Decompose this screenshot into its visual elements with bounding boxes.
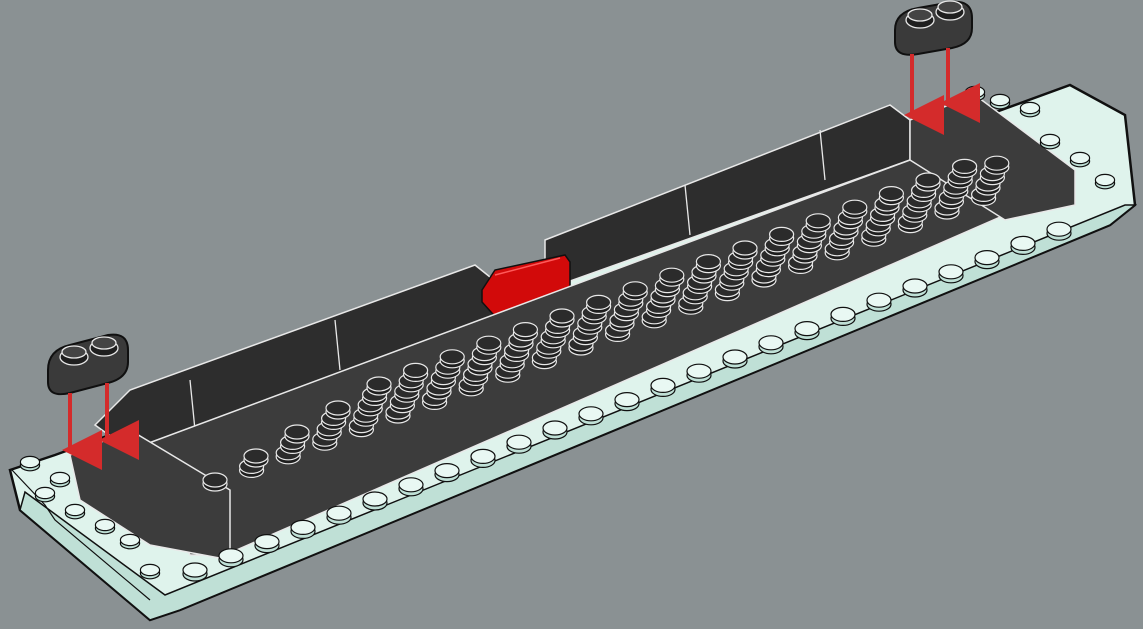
stud	[285, 425, 309, 443]
right-plate-1x2	[895, 1, 972, 115]
stud	[759, 336, 783, 354]
stud	[953, 159, 977, 177]
stud	[471, 449, 495, 467]
stud	[50, 472, 69, 486]
stud	[985, 156, 1009, 174]
stud	[965, 86, 984, 100]
stud	[939, 265, 963, 283]
stud	[831, 307, 855, 325]
stud	[867, 293, 891, 311]
stud	[1011, 236, 1035, 254]
stud	[723, 350, 747, 368]
stud	[696, 255, 720, 273]
stud	[203, 473, 227, 491]
stud	[916, 173, 940, 191]
stud	[440, 350, 464, 368]
stud	[326, 401, 350, 419]
stud	[507, 435, 531, 453]
stud	[120, 534, 139, 548]
stud	[651, 378, 675, 396]
stud	[219, 549, 243, 567]
stud	[95, 519, 114, 533]
stud	[1040, 134, 1059, 148]
stud	[623, 282, 647, 300]
stud	[399, 478, 423, 496]
stud	[20, 456, 39, 470]
stud	[513, 323, 537, 341]
stud	[183, 563, 207, 581]
stud	[543, 421, 567, 439]
stud	[687, 364, 711, 382]
stud	[550, 309, 574, 327]
stud	[244, 449, 268, 467]
stud	[367, 377, 391, 395]
stud	[435, 464, 459, 482]
stud	[975, 251, 999, 269]
stud	[903, 279, 927, 297]
stud	[587, 295, 611, 313]
stud	[770, 227, 794, 245]
stud	[1020, 102, 1039, 116]
stud	[795, 322, 819, 340]
stud	[1070, 152, 1089, 166]
stud	[615, 393, 639, 411]
stud	[327, 506, 351, 524]
stud	[806, 214, 830, 232]
plate-1x2-rounded-icon	[48, 335, 128, 395]
stud	[35, 487, 54, 501]
stud	[579, 407, 603, 425]
stud	[1047, 222, 1071, 240]
stud	[65, 504, 84, 518]
stud	[990, 94, 1009, 108]
stud	[255, 535, 279, 553]
stud	[660, 268, 684, 286]
stud	[733, 241, 757, 259]
stud	[140, 564, 159, 578]
stud	[404, 363, 428, 381]
stud	[879, 187, 903, 205]
stud	[1095, 174, 1114, 188]
stud	[291, 520, 315, 538]
stud	[363, 492, 387, 510]
stud	[477, 336, 501, 354]
plate-1x2-rounded-icon	[895, 1, 972, 55]
stud	[843, 200, 867, 218]
